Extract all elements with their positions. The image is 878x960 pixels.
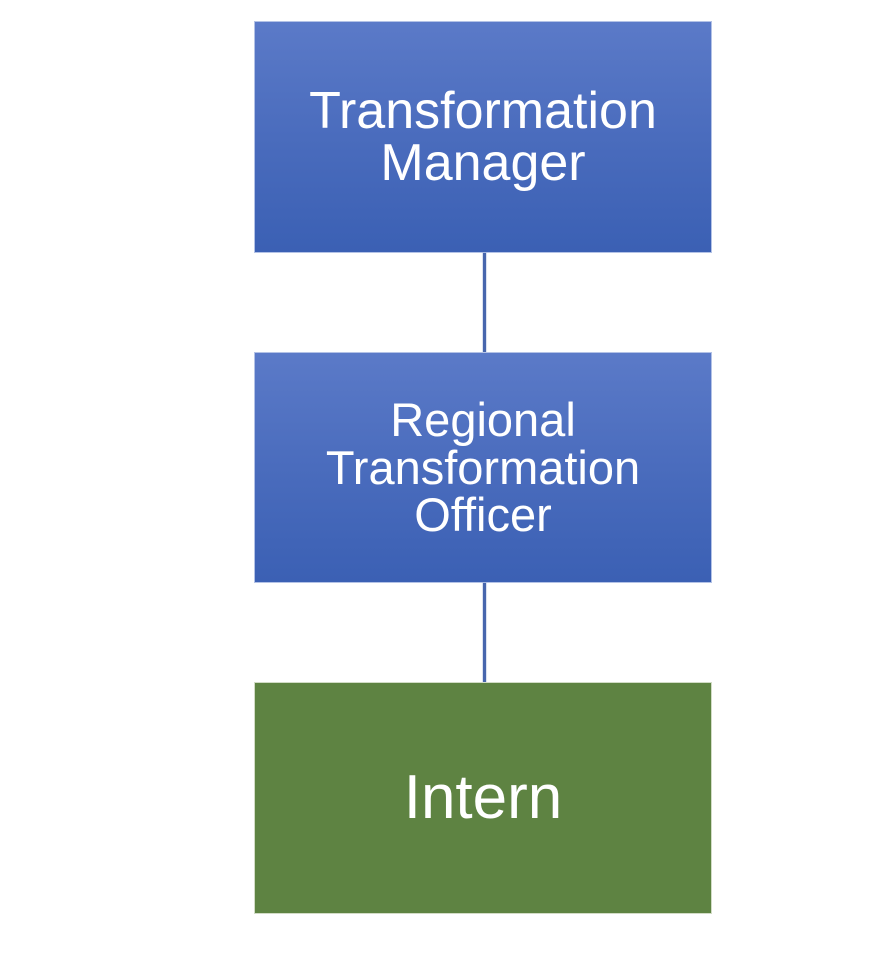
org-node-intern[interactable]: Intern xyxy=(254,682,712,914)
node-label-intern: Intern xyxy=(403,763,563,832)
connector-officer-to-intern[interactable] xyxy=(483,583,486,682)
node-label-regional-transformation-officer: Regional Transformation Officer xyxy=(325,392,641,542)
connector-manager-to-officer[interactable] xyxy=(483,253,486,352)
org-node-transformation-manager[interactable]: Transformation Manager xyxy=(254,21,712,253)
org-node-regional-transformation-officer[interactable]: Regional Transformation Officer xyxy=(254,352,712,583)
node-label-transformation-manager: Transformation Manager xyxy=(309,82,657,192)
